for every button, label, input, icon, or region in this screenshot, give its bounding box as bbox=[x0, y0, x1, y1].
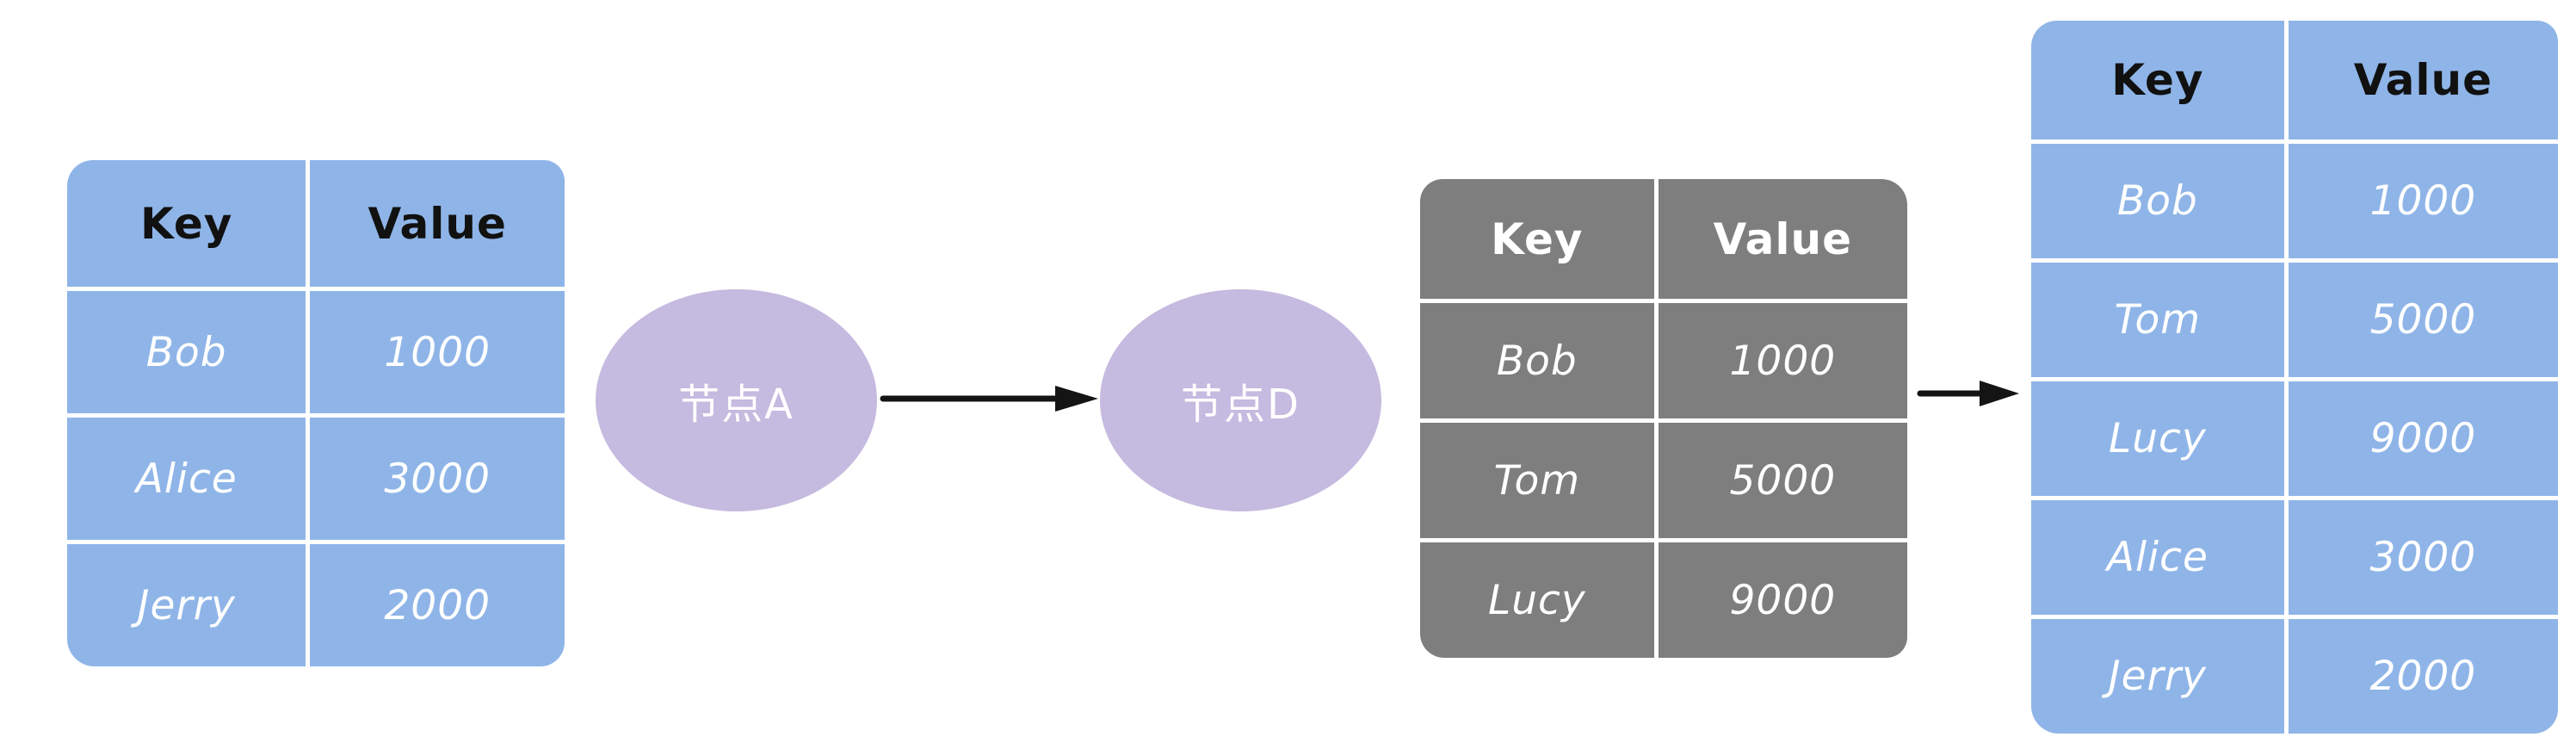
node-d-label: 节点D bbox=[1181, 381, 1300, 429]
table-cell: 5000 bbox=[2283, 258, 2558, 377]
table-cell: Alice bbox=[2031, 496, 2284, 615]
node-a-ellipse: 节点A bbox=[596, 289, 877, 511]
table-cell: 2000 bbox=[2283, 615, 2558, 734]
table-cell: Tom bbox=[1420, 418, 1654, 538]
table-cell: 1000 bbox=[306, 287, 565, 413]
table-cell: Bob bbox=[2031, 139, 2284, 258]
table-cell: Alice bbox=[67, 413, 306, 540]
table-cell: 9000 bbox=[2283, 377, 2558, 496]
table-cell: 3000 bbox=[306, 413, 565, 540]
header-cell: Value bbox=[306, 160, 565, 287]
header-cell: Key bbox=[2111, 55, 2204, 105]
table-cell: Bob bbox=[67, 287, 306, 413]
table-cell: 1000 bbox=[2283, 139, 2558, 258]
table-cell: 9000 bbox=[1653, 538, 1907, 658]
table-cell: Bob bbox=[1420, 299, 1654, 418]
table-cell: 3000 bbox=[2283, 496, 2558, 615]
table-cell: Lucy bbox=[2031, 377, 2284, 496]
table-cell: Lucy bbox=[1420, 538, 1654, 658]
header-cell: Key bbox=[140, 198, 233, 249]
table-cell: 5000 bbox=[1653, 418, 1907, 538]
table-cell: Jerry bbox=[2031, 615, 2284, 734]
table-cell: Jerry bbox=[67, 540, 306, 666]
node-a-label: 节点A bbox=[678, 381, 794, 429]
table-cell: Tom bbox=[2031, 258, 2284, 377]
arrow-right-icon bbox=[1917, 381, 2019, 406]
header-cell: Value bbox=[1653, 179, 1907, 299]
header-cell: Key bbox=[1491, 214, 1584, 264]
node-d-ellipse: 节点D bbox=[1100, 289, 1381, 511]
table-cell: 1000 bbox=[1653, 299, 1907, 418]
arrow-right-icon bbox=[880, 386, 1098, 412]
header-cell: Value bbox=[2283, 21, 2558, 139]
table-cell: 2000 bbox=[306, 540, 565, 666]
